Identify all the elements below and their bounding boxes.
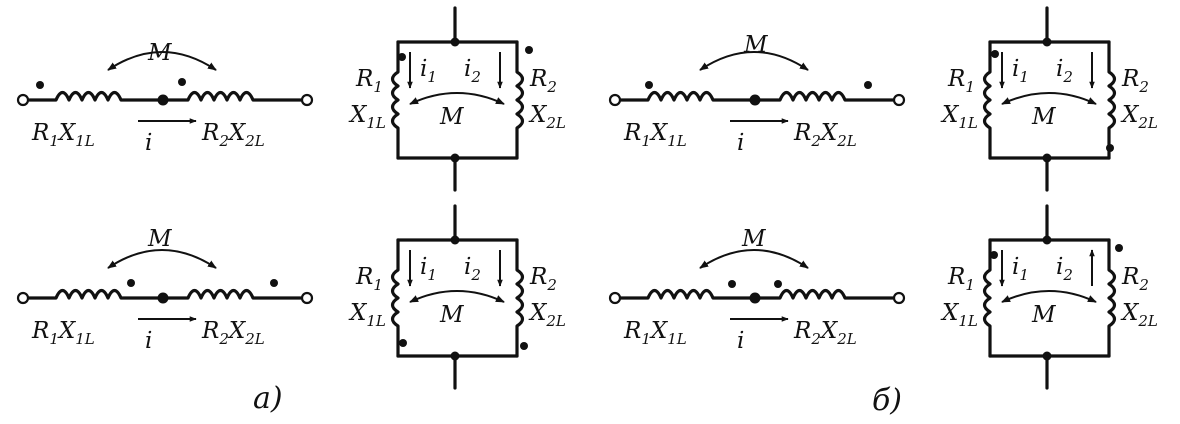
svg-text:i1: i1 bbox=[1012, 254, 1029, 284]
series-circuit-a-top: M R1X1L i R2X2L bbox=[18, 40, 312, 156]
svg-text:R2: R2 bbox=[1121, 264, 1149, 294]
label-X2L: X bbox=[227, 120, 247, 146]
polarity-dot bbox=[1115, 244, 1123, 252]
svg-text:R2X2L: R2X2L bbox=[201, 318, 265, 348]
svg-text:R2X2L: R2X2L bbox=[793, 120, 857, 150]
svg-text:i1: i1 bbox=[420, 56, 437, 86]
parallel-circuit-b-top: R1 X1L i1 i2 M R2 X2L bbox=[940, 8, 1158, 190]
label-i: i bbox=[145, 130, 152, 156]
svg-text:R2X2L: R2X2L bbox=[793, 318, 857, 348]
polarity-dot bbox=[1106, 144, 1114, 152]
parallel-circuit-b-bottom: R1 X1L i1 i2 M R2 X2L bbox=[940, 206, 1158, 388]
svg-text:M: M bbox=[147, 226, 173, 252]
svg-text:R1X1L: R1X1L bbox=[623, 318, 687, 348]
svg-text:X1L: X1L bbox=[940, 300, 978, 330]
svg-text:R1: R1 bbox=[355, 66, 383, 96]
svg-text:i: i bbox=[737, 328, 744, 354]
svg-text:i2: i2 bbox=[1056, 254, 1073, 284]
polarity-dot bbox=[36, 81, 44, 89]
polarity-dot bbox=[178, 78, 186, 86]
polarity-dot bbox=[728, 280, 736, 288]
svg-text:M: M bbox=[439, 104, 465, 130]
svg-text:i: i bbox=[145, 328, 152, 354]
svg-text:i2: i2 bbox=[464, 254, 481, 284]
parallel-circuit-a-top: R1 X1L i1 i2 M R2 X2L bbox=[348, 8, 566, 190]
svg-text:i2: i2 bbox=[464, 56, 481, 86]
svg-text:i1: i1 bbox=[420, 254, 437, 284]
label-X1L: X bbox=[57, 120, 77, 146]
series-circuit-a-bottom: M R1X1L i R2X2L bbox=[18, 226, 312, 354]
svg-text:M: M bbox=[439, 302, 465, 328]
svg-text:M: M bbox=[741, 226, 767, 252]
polarity-dot bbox=[399, 339, 407, 347]
series-circuit-b-top: M R1X1L i R2X2L bbox=[610, 32, 904, 156]
svg-text:R2: R2 bbox=[529, 66, 557, 96]
svg-text:R2: R2 bbox=[1121, 66, 1149, 96]
polarity-dot bbox=[774, 280, 782, 288]
label-R1: R bbox=[31, 120, 49, 146]
svg-text:R1X1L: R1X1L bbox=[623, 120, 687, 150]
polarity-dot bbox=[127, 279, 135, 287]
svg-text:M: M bbox=[1031, 302, 1057, 328]
svg-text:X2L: X2L bbox=[1120, 300, 1158, 330]
polarity-dot bbox=[520, 342, 528, 350]
caption-a: a) bbox=[253, 381, 283, 416]
svg-text:i2: i2 bbox=[1056, 56, 1073, 86]
svg-text:M: M bbox=[743, 32, 769, 58]
polarity-dot bbox=[270, 279, 278, 287]
label-M: M bbox=[147, 40, 173, 66]
svg-text:i: i bbox=[737, 130, 744, 156]
svg-text:R1X1L: R1X1L bbox=[31, 318, 95, 348]
series-circuit-b-bottom: M R1X1L i R2X2L bbox=[610, 226, 904, 354]
caption-b: б) bbox=[872, 383, 902, 418]
polarity-dot bbox=[990, 251, 998, 259]
polarity-dot bbox=[864, 81, 872, 89]
svg-text:X1L: X1L bbox=[348, 300, 386, 330]
svg-text:X1L: X1L bbox=[940, 102, 978, 132]
svg-text:R1: R1 bbox=[355, 264, 383, 294]
svg-text:i1: i1 bbox=[1012, 56, 1029, 86]
svg-text:X2L: X2L bbox=[1120, 102, 1158, 132]
svg-text:R1: R1 bbox=[947, 264, 975, 294]
svg-text:X2L: X2L bbox=[528, 300, 566, 330]
svg-text:i: i bbox=[145, 130, 152, 156]
parallel-circuit-a-bottom: R1 X1L i1 i2 M R2 X2L bbox=[348, 206, 566, 388]
polarity-dot bbox=[525, 46, 533, 54]
svg-text:R2: R2 bbox=[529, 264, 557, 294]
svg-text:M: M bbox=[147, 40, 173, 66]
svg-text:R1X1L: R1X1L bbox=[31, 120, 95, 150]
polarity-dot bbox=[645, 81, 653, 89]
label-R2: R bbox=[201, 120, 219, 146]
svg-text:M: M bbox=[1031, 104, 1057, 130]
svg-text:X1L: X1L bbox=[348, 102, 386, 132]
svg-text:X2L: X2L bbox=[528, 102, 566, 132]
svg-text:R2X2L: R2X2L bbox=[201, 120, 265, 150]
polarity-dot bbox=[991, 50, 999, 58]
svg-text:R1: R1 bbox=[947, 66, 975, 96]
polarity-dot bbox=[398, 53, 406, 61]
